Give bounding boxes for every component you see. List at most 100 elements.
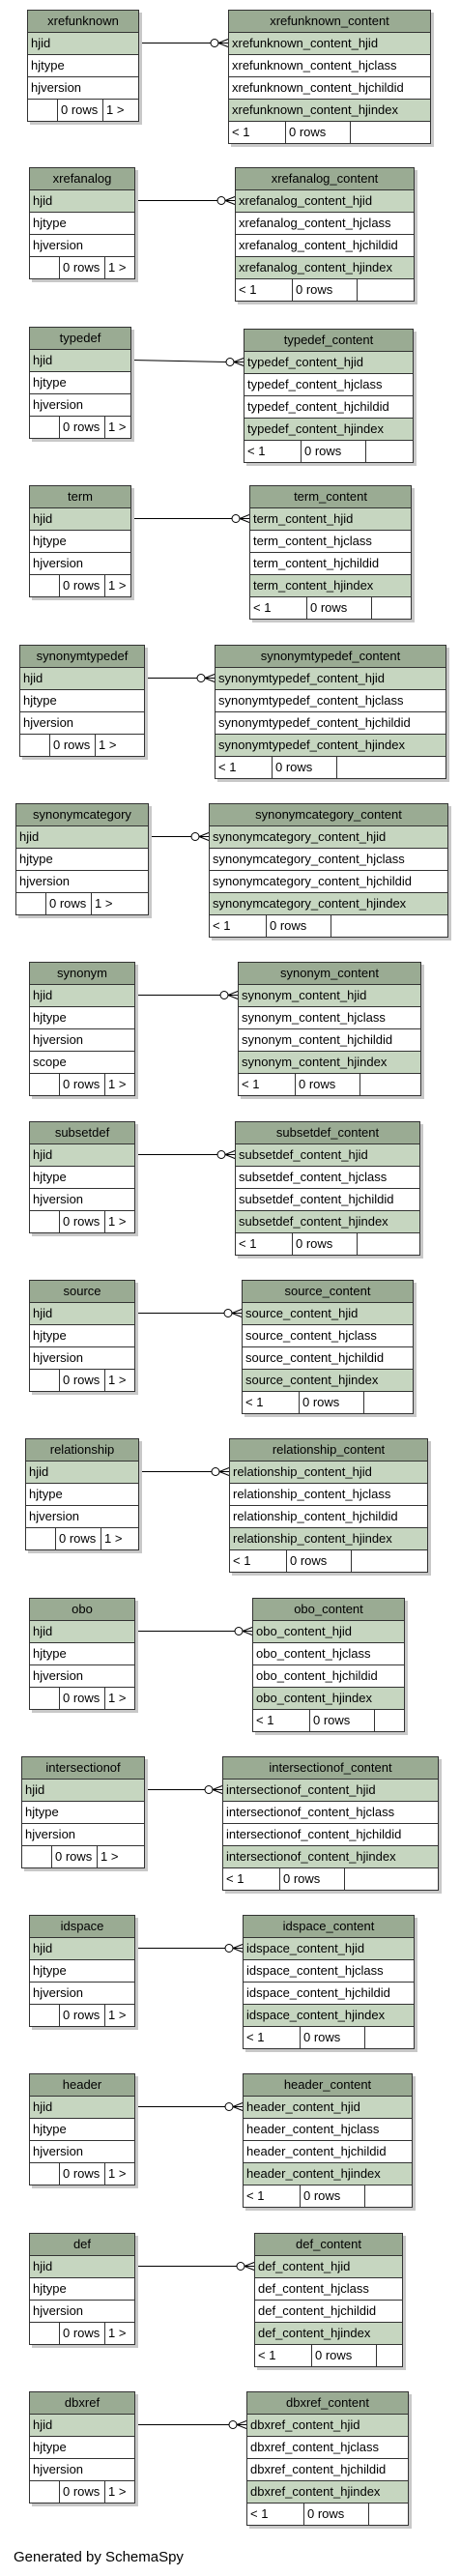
table-column[interactable]: hjtype [30,1643,134,1665]
primary-key-column[interactable]: intersectionof_content_hjid [223,1780,438,1802]
table-column[interactable]: hjtype [30,2278,134,2301]
primary-key-column[interactable]: hjid [30,2256,134,2278]
primary-key-column[interactable]: hjid [30,2415,134,2437]
table-column[interactable]: source_content_hjchildid [243,1347,413,1370]
table-column[interactable]: typedef_content_hjindex [244,419,413,441]
table-column[interactable]: hjversion [30,1665,134,1688]
table-column[interactable]: hjtype [30,2119,134,2141]
table-column[interactable]: synonymcategory_content_hjchildid [210,871,447,893]
primary-key-column[interactable]: hjid [30,190,134,213]
primary-key-column[interactable]: xrefunknown_content_hjid [229,33,430,55]
table-column[interactable]: header_content_hjindex [244,2163,412,2185]
table-name[interactable]: dbxref_content [247,2392,408,2415]
primary-key-column[interactable]: term_content_hjid [250,508,411,531]
primary-key-column[interactable]: synonymcategory_content_hjid [210,826,447,849]
table-column[interactable]: typedef_content_hjchildid [244,396,413,419]
table-column[interactable]: subsetdef_content_hjindex [236,1211,419,1233]
table-column[interactable]: typedef_content_hjclass [244,374,413,396]
table-name[interactable]: subsetdef [30,1122,134,1144]
primary-key-column[interactable]: obo_content_hjid [253,1621,404,1643]
table-column[interactable]: xrefunknown_content_hjclass [229,55,430,77]
table-column[interactable]: synonym_content_hjclass [239,1007,420,1029]
table-column[interactable]: idspace_content_hjchildid [244,1983,414,2005]
primary-key-column[interactable]: typedef_content_hjid [244,352,413,374]
table-column[interactable]: obo_content_hjchildid [253,1665,404,1688]
table-column[interactable]: hjversion [30,2459,134,2481]
primary-key-column[interactable]: hjid [28,33,138,55]
table-column[interactable]: synonym_content_hjchildid [239,1029,420,1052]
table-column[interactable]: intersectionof_content_hjclass [223,1802,438,1824]
table-name[interactable]: xrefanalog_content [236,168,414,190]
table-column[interactable]: hjversion [26,1506,138,1528]
table-column[interactable]: hjtype [30,1325,134,1347]
table-name[interactable]: synonymcategory [16,804,148,826]
table-column[interactable]: term_content_hjclass [250,531,411,553]
primary-key-column[interactable]: hjid [30,2097,134,2119]
table-column[interactable]: term_content_hjchildid [250,553,411,575]
table-column[interactable]: hjtype [16,849,148,871]
table-column[interactable]: obo_content_hjclass [253,1643,404,1665]
table-column[interactable]: hjversion [30,553,130,575]
table-column[interactable]: hjversion [30,1029,134,1052]
primary-key-column[interactable]: dbxref_content_hjid [247,2415,408,2437]
table-name[interactable]: intersectionof_content [223,1757,438,1780]
table-name[interactable]: typedef_content [244,330,413,352]
table-column[interactable]: xrefunknown_content_hjchildid [229,77,430,100]
table-column[interactable]: idspace_content_hjindex [244,2005,414,2027]
table-name[interactable]: relationship_content [230,1439,427,1462]
table-name[interactable]: typedef [30,328,130,350]
table-column[interactable]: synonymcategory_content_hjclass [210,849,447,871]
table-column[interactable]: hjversion [22,1824,144,1846]
table-name[interactable]: synonym_content [239,963,420,985]
table-column[interactable]: def_content_hjclass [255,2278,402,2301]
table-name[interactable]: xrefunknown_content [229,11,430,33]
primary-key-column[interactable]: hjid [26,1462,138,1484]
table-name[interactable]: idspace [30,1916,134,1938]
table-column[interactable]: subsetdef_content_hjclass [236,1167,419,1189]
primary-key-column[interactable]: hjid [30,985,134,1007]
table-column[interactable]: obo_content_hjindex [253,1688,404,1710]
table-column[interactable]: hjversion [30,2141,134,2163]
primary-key-column[interactable]: source_content_hjid [243,1303,413,1325]
primary-key-column[interactable]: subsetdef_content_hjid [236,1144,419,1167]
table-name[interactable]: obo_content [253,1599,404,1621]
table-column[interactable]: hjtype [28,55,138,77]
primary-key-column[interactable]: hjid [30,1303,134,1325]
table-column[interactable]: hjtype [30,2437,134,2459]
table-column[interactable]: hjversion [30,394,130,417]
table-name[interactable]: intersectionof [22,1757,144,1780]
table-name[interactable]: term_content [250,486,411,508]
table-column[interactable]: synonymtypedef_content_hjindex [216,735,446,757]
table-name[interactable]: source [30,1281,134,1303]
primary-key-column[interactable]: hjid [30,1938,134,1960]
table-column[interactable]: hjtype [20,690,144,712]
table-column[interactable]: hjtype [30,372,130,394]
table-name[interactable]: xrefunknown [28,11,138,33]
table-column[interactable]: scope [30,1052,134,1074]
primary-key-column[interactable]: xrefanalog_content_hjid [236,190,414,213]
primary-key-column[interactable]: idspace_content_hjid [244,1938,414,1960]
primary-key-column[interactable]: hjid [30,350,130,372]
table-column[interactable]: dbxref_content_hjchildid [247,2459,408,2481]
table-name[interactable]: term [30,486,130,508]
table-column[interactable]: subsetdef_content_hjchildid [236,1189,419,1211]
table-name[interactable]: xrefanalog [30,168,134,190]
table-column[interactable]: def_content_hjchildid [255,2301,402,2323]
table-column[interactable]: source_content_hjclass [243,1325,413,1347]
